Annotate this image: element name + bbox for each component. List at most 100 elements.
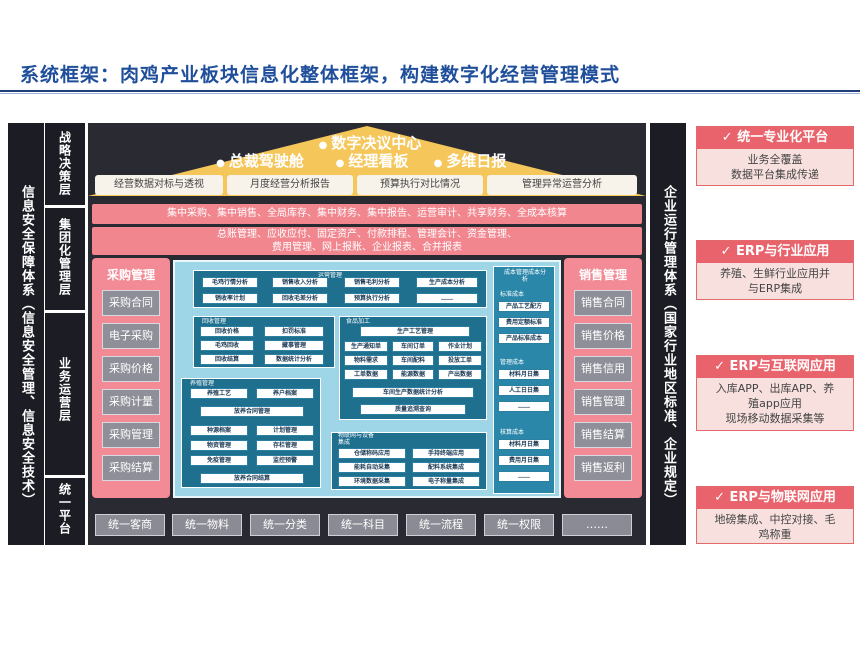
cost-mgmt-label: 管理成本 [500, 359, 525, 366]
ops-management-box: 运营管理 毛鸡行情分析 销售收入分析 销售毛利分析 生产成本分析 销收率计划 回… [193, 270, 487, 308]
bullet-dot: ● [318, 140, 328, 151]
purchase-item[interactable]: 采购计量 [102, 389, 160, 415]
roof-chip: 月度经营分析报告 [227, 175, 353, 195]
callout-head: ✓ ERP与物联网应用 [697, 487, 853, 509]
recycle-item: 藏事管理 [264, 340, 324, 351]
food-item: 车间配料 [392, 355, 434, 366]
bullet-dot: ● [433, 158, 443, 169]
food-item: 车间生产数据统计分析 [352, 387, 474, 398]
security-pillar: 信息安全保障体系（信息安全管理、信息安全技术） [8, 123, 44, 545]
roof-item-cockpit: ●总裁驾驶舱 [205, 150, 315, 171]
ops-item: 毛鸡行情分析 [202, 277, 258, 288]
purchase-head: 采购管理 [106, 268, 155, 282]
callout-body: 养殖、生鲜行业应用并 与ERP集成 [720, 267, 830, 295]
platform-item[interactable]: 统一物料 [172, 514, 242, 536]
purchase-item[interactable]: 采购管理 [102, 422, 160, 448]
food-item: 工单数据 [344, 369, 388, 380]
iot-item: 电子称量集成 [412, 476, 480, 487]
ops-item: 回收毛差分析 [272, 293, 328, 304]
roof-chip: 管理异常运营分析 [487, 175, 637, 195]
recycle-management-box: 回收管理 回收价格 扣罚标准 毛鸡回收 藏事管理 回收结算 数据统计分析 [193, 316, 335, 368]
layer-business-label: 业务运营层 [57, 357, 72, 422]
title-divider-thin [0, 93, 860, 94]
group-band-1: 集中采购、集中销售、全局库存、集中财务、集中报告、运营审计、共享财务、全成本核算 [92, 204, 642, 224]
farm-item: 计划管理 [256, 425, 314, 436]
food-item: 质量追溯查询 [360, 404, 466, 415]
purchase-item[interactable]: 采购价格 [102, 356, 160, 382]
food-label: 食品加工 [346, 318, 371, 325]
sales-item[interactable]: 销售信用 [574, 356, 632, 382]
core-business-area: 运营管理 毛鸡行情分析 销售收入分析 销售毛利分析 生产成本分析 销收率计划 回… [173, 260, 561, 498]
recycle-item: 回收结算 [200, 354, 254, 365]
food-item: 能源数据 [392, 369, 434, 380]
cost-calc-item: 材料月日集 [498, 439, 550, 450]
bullet-dot: ● [216, 158, 225, 169]
sales-item[interactable]: 销售管理 [574, 389, 632, 415]
food-processing-box: 食品加工 生产工艺管理 生产通知单 车间订单 作业计划 物料需求 车间配料 投放… [339, 316, 487, 420]
ops-item: 销收率计划 [202, 293, 258, 304]
farm-item: 养户档案 [256, 388, 314, 399]
iot-item: 仓储称码应用 [338, 448, 406, 459]
cost-std-item: 费用定额标准 [498, 317, 550, 328]
group-band-2-line-a: 总账管理、应收应付、固定资产、付款排程、管理会计、资金管理、 [217, 229, 517, 240]
iot-label: 物联网与设备集成 [338, 432, 375, 446]
roof-chip: 经营数据对标与透视 [95, 175, 223, 195]
management-pillar-label: 企业运行管理体系（国家行业地区标准、企业规定） [661, 185, 676, 507]
layer-group: 集团化管理层 [45, 208, 85, 310]
platform-item[interactable]: …… [562, 514, 632, 536]
farm-item: 物资管理 [190, 440, 248, 451]
callout-internet: ✓ ERP与互联网应用 入库APP、出库APP、养 殖app应用 现场移动数据采… [696, 355, 854, 431]
recycle-item: 扣罚标准 [264, 326, 324, 337]
sales-item[interactable]: 销售结算 [574, 422, 632, 448]
sales-item[interactable]: 销售合同 [574, 290, 632, 316]
farm-item: 种源档案 [190, 425, 248, 436]
platform-item[interactable]: 统一分类 [250, 514, 320, 536]
page-title: 系统框架：肉鸡产业板块信息化整体框架，构建数字化经营管理模式 [20, 64, 621, 86]
platform-item[interactable]: 统一科目 [328, 514, 398, 536]
purchase-item[interactable]: 采购合同 [102, 290, 160, 316]
cost-management-box: 成本管理成本分析 标准成本 产品工艺配方 费用定额标准 产品标准成本 管理成本 … [493, 266, 555, 494]
callout-head: ✓ ERP与互联网应用 [697, 356, 853, 378]
bullet-dot: ● [335, 158, 345, 169]
callout-head: ✓ 统一专业化平台 [697, 127, 853, 149]
iot-item: 环境数据采集 [338, 476, 406, 487]
roof-item-label: 总裁驾驶舱 [228, 152, 304, 170]
sales-item[interactable]: 销售返利 [574, 455, 632, 481]
platform-item[interactable]: 统一权限 [484, 514, 554, 536]
cost-calc-label: 核算成本 [500, 429, 525, 436]
food-item: 生产通知单 [344, 341, 388, 352]
sales-item[interactable]: 销售价格 [574, 323, 632, 349]
platform-item[interactable]: 统一流程 [406, 514, 476, 536]
farm-item: 存栏管理 [256, 440, 314, 451]
farm-item: 放养合同管理 [200, 406, 304, 417]
roof-item-board: ●经理看板 [322, 150, 422, 171]
security-pillar-label: 信息安全保障体系（信息安全管理、信息安全技术） [19, 185, 34, 507]
farm-item: 养殖工艺 [190, 388, 248, 399]
cost-mgmt-item: …… [498, 401, 550, 412]
roof-item-daily: ●多维日报 [420, 150, 520, 171]
food-item: 投放工单 [438, 355, 482, 366]
ops-item: 销售毛利分析 [344, 277, 400, 288]
callout-iot: ✓ ERP与物联网应用 地磅集成、中控对接、毛 鸡称重 [696, 486, 854, 544]
ops-item: 生产成本分析 [416, 277, 478, 288]
ops-item: 预算执行分析 [344, 293, 400, 304]
purchase-item[interactable]: 采购结算 [102, 455, 160, 481]
food-item: 车间订单 [392, 341, 434, 352]
layer-platform-label: 统一平台 [57, 483, 72, 535]
layer-strategy-label: 战略决策层 [57, 131, 72, 196]
layer-group-label: 集团化管理层 [57, 218, 72, 296]
group-band-2-line-b: 费用管理、网上报账、企业报表、合并报表 [272, 242, 462, 253]
roof-item-label: 多维日报 [446, 152, 507, 170]
recycle-label: 回收管理 [202, 318, 227, 325]
iot-item: 能耗自动采集 [338, 462, 406, 473]
callout-body: 业务全覆盖 数据平台集成传递 [731, 153, 819, 181]
cost-std-item: 产品工艺配方 [498, 301, 550, 312]
callout-head: ✓ ERP与行业应用 [697, 241, 853, 263]
farm-management-box: 养殖管理 养殖工艺 养户档案 放养合同管理 种源档案 计划管理 物资管理 存栏管… [181, 378, 321, 488]
purchase-item[interactable]: 电子采购 [102, 323, 160, 349]
cost-calc-item: 费用月日集 [498, 455, 550, 466]
callout-body: 入库APP、出库APP、养 殖app应用 现场移动数据采集等 [715, 382, 835, 425]
cost-calc-item: …… [498, 471, 550, 482]
platform-item[interactable]: 统一客商 [95, 514, 165, 536]
ops-item: 销售收入分析 [272, 277, 328, 288]
